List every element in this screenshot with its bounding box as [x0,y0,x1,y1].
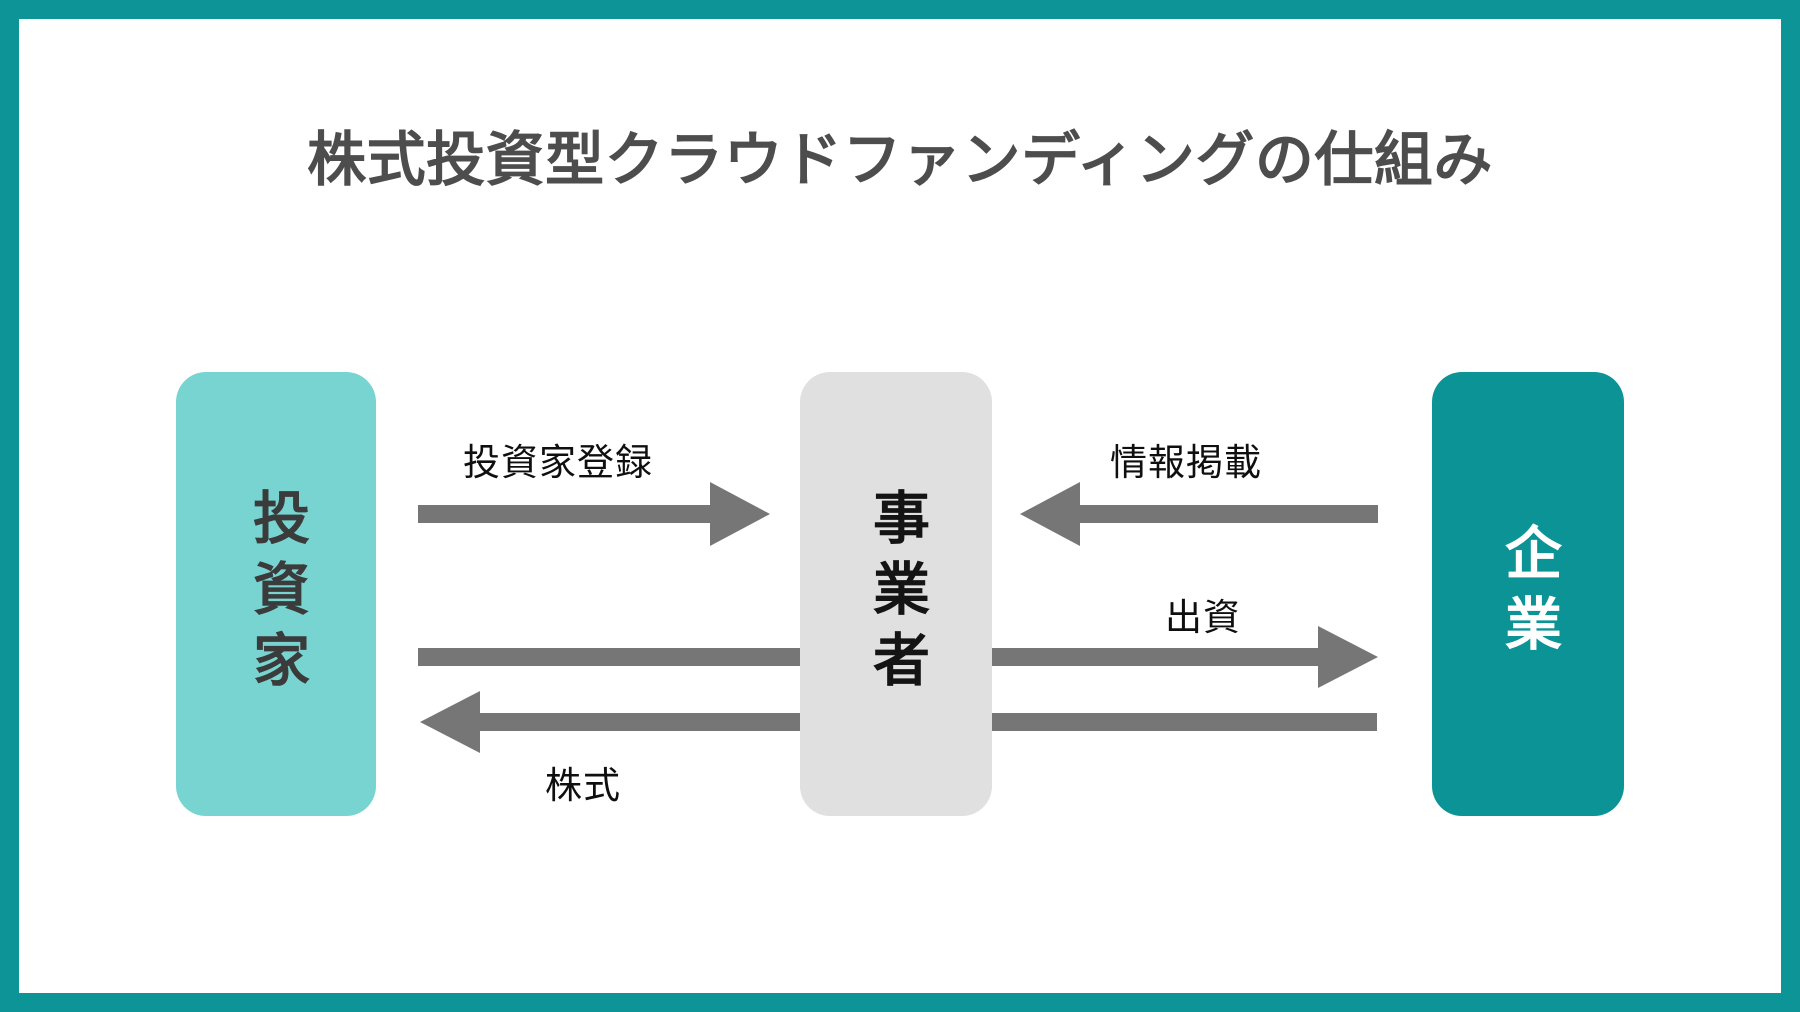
actor-box-investor[interactable]: 投資家 [176,372,376,816]
actor-label-operator: 事業者 [864,487,929,701]
page-title: 株式投資型クラウドファンディングの仕組み [307,127,1493,193]
actor-box-company[interactable]: 企業 [1432,372,1624,816]
flow-label-posting: 情報掲載 [1110,442,1262,483]
flow-label-shares: 株式 [545,765,621,806]
flow-label-funding: 出資 [1165,597,1241,638]
actor-label-company: 企業 [1496,523,1561,665]
flow-label-registration: 投資家登録 [463,442,653,483]
actor-label-investor: 投資家 [244,487,309,701]
actor-box-operator[interactable]: 事業者 [800,372,992,816]
